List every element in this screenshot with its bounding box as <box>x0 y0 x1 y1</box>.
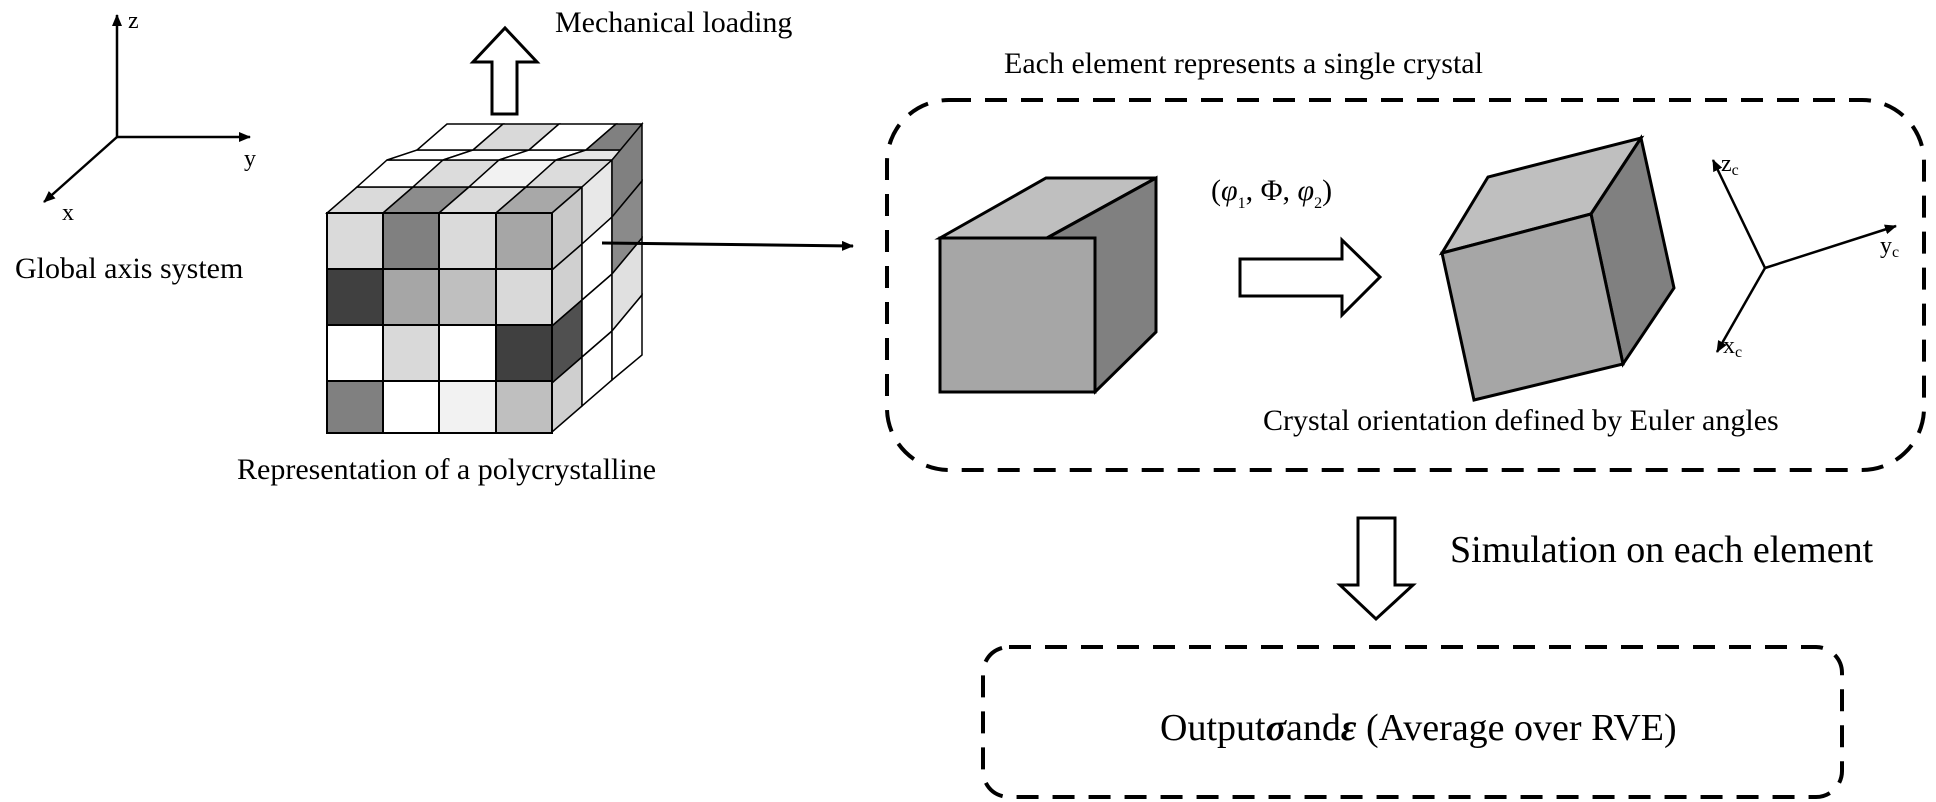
output-box: Outputσandε (Average over RVE) <box>981 645 1844 799</box>
global-x-label: x <box>62 200 74 226</box>
rotated-crystal-cube <box>1438 134 1676 402</box>
crystal-y-label: yc <box>1880 233 1899 261</box>
reference-crystal-cube <box>934 175 1158 395</box>
global-x-axis <box>43 136 118 203</box>
polycrystal-cube: Representation of a polycrystalline <box>237 121 656 486</box>
element-box: Each element represents a single crystal… <box>885 47 1926 472</box>
crystal-axis-system: zc yc xc <box>1711 151 1899 361</box>
polycrystal-front-face <box>326 212 553 434</box>
euler-angles-label: (φ1, Φ, φ2) <box>1211 174 1332 212</box>
element-header: Each element represents a single crystal <box>1004 47 1483 80</box>
simulation-step: Simulation on each element <box>1336 516 1874 622</box>
crystal-z-axis <box>1711 159 1767 269</box>
loading-up-arrow <box>469 25 541 116</box>
simulation-label: Simulation on each element <box>1450 529 1874 571</box>
global-z-label: z <box>128 8 139 34</box>
crystal-z-label: zc <box>1721 151 1739 179</box>
rotation-arrow <box>1238 236 1383 319</box>
crystal-orientation-caption: Crystal orientation defined by Euler ang… <box>1263 404 1779 437</box>
element-connector-arrow <box>601 240 854 251</box>
mechanical-loading: Mechanical loading <box>469 6 792 116</box>
loading-label: Mechanical loading <box>555 6 792 39</box>
output-dashed-frame <box>981 645 1844 799</box>
simulation-down-arrow <box>1336 516 1417 622</box>
crystal-y-axis <box>1764 224 1897 270</box>
polycrystal-top-face <box>324 123 644 214</box>
element-dashed-frame <box>885 98 1926 472</box>
crystal-x-axis <box>1715 267 1767 353</box>
global-y-label: y <box>244 146 256 172</box>
crystal-x-label: xc <box>1723 333 1742 361</box>
polycrystal-right-face <box>551 121 643 434</box>
global-axis-system: z y x Global axis system <box>15 8 256 285</box>
global-axis-caption: Global axis system <box>15 252 243 285</box>
polycrystal-caption: Representation of a polycrystalline <box>237 453 656 486</box>
output-label: Outputσandε (Average over RVE) <box>1160 707 1677 749</box>
